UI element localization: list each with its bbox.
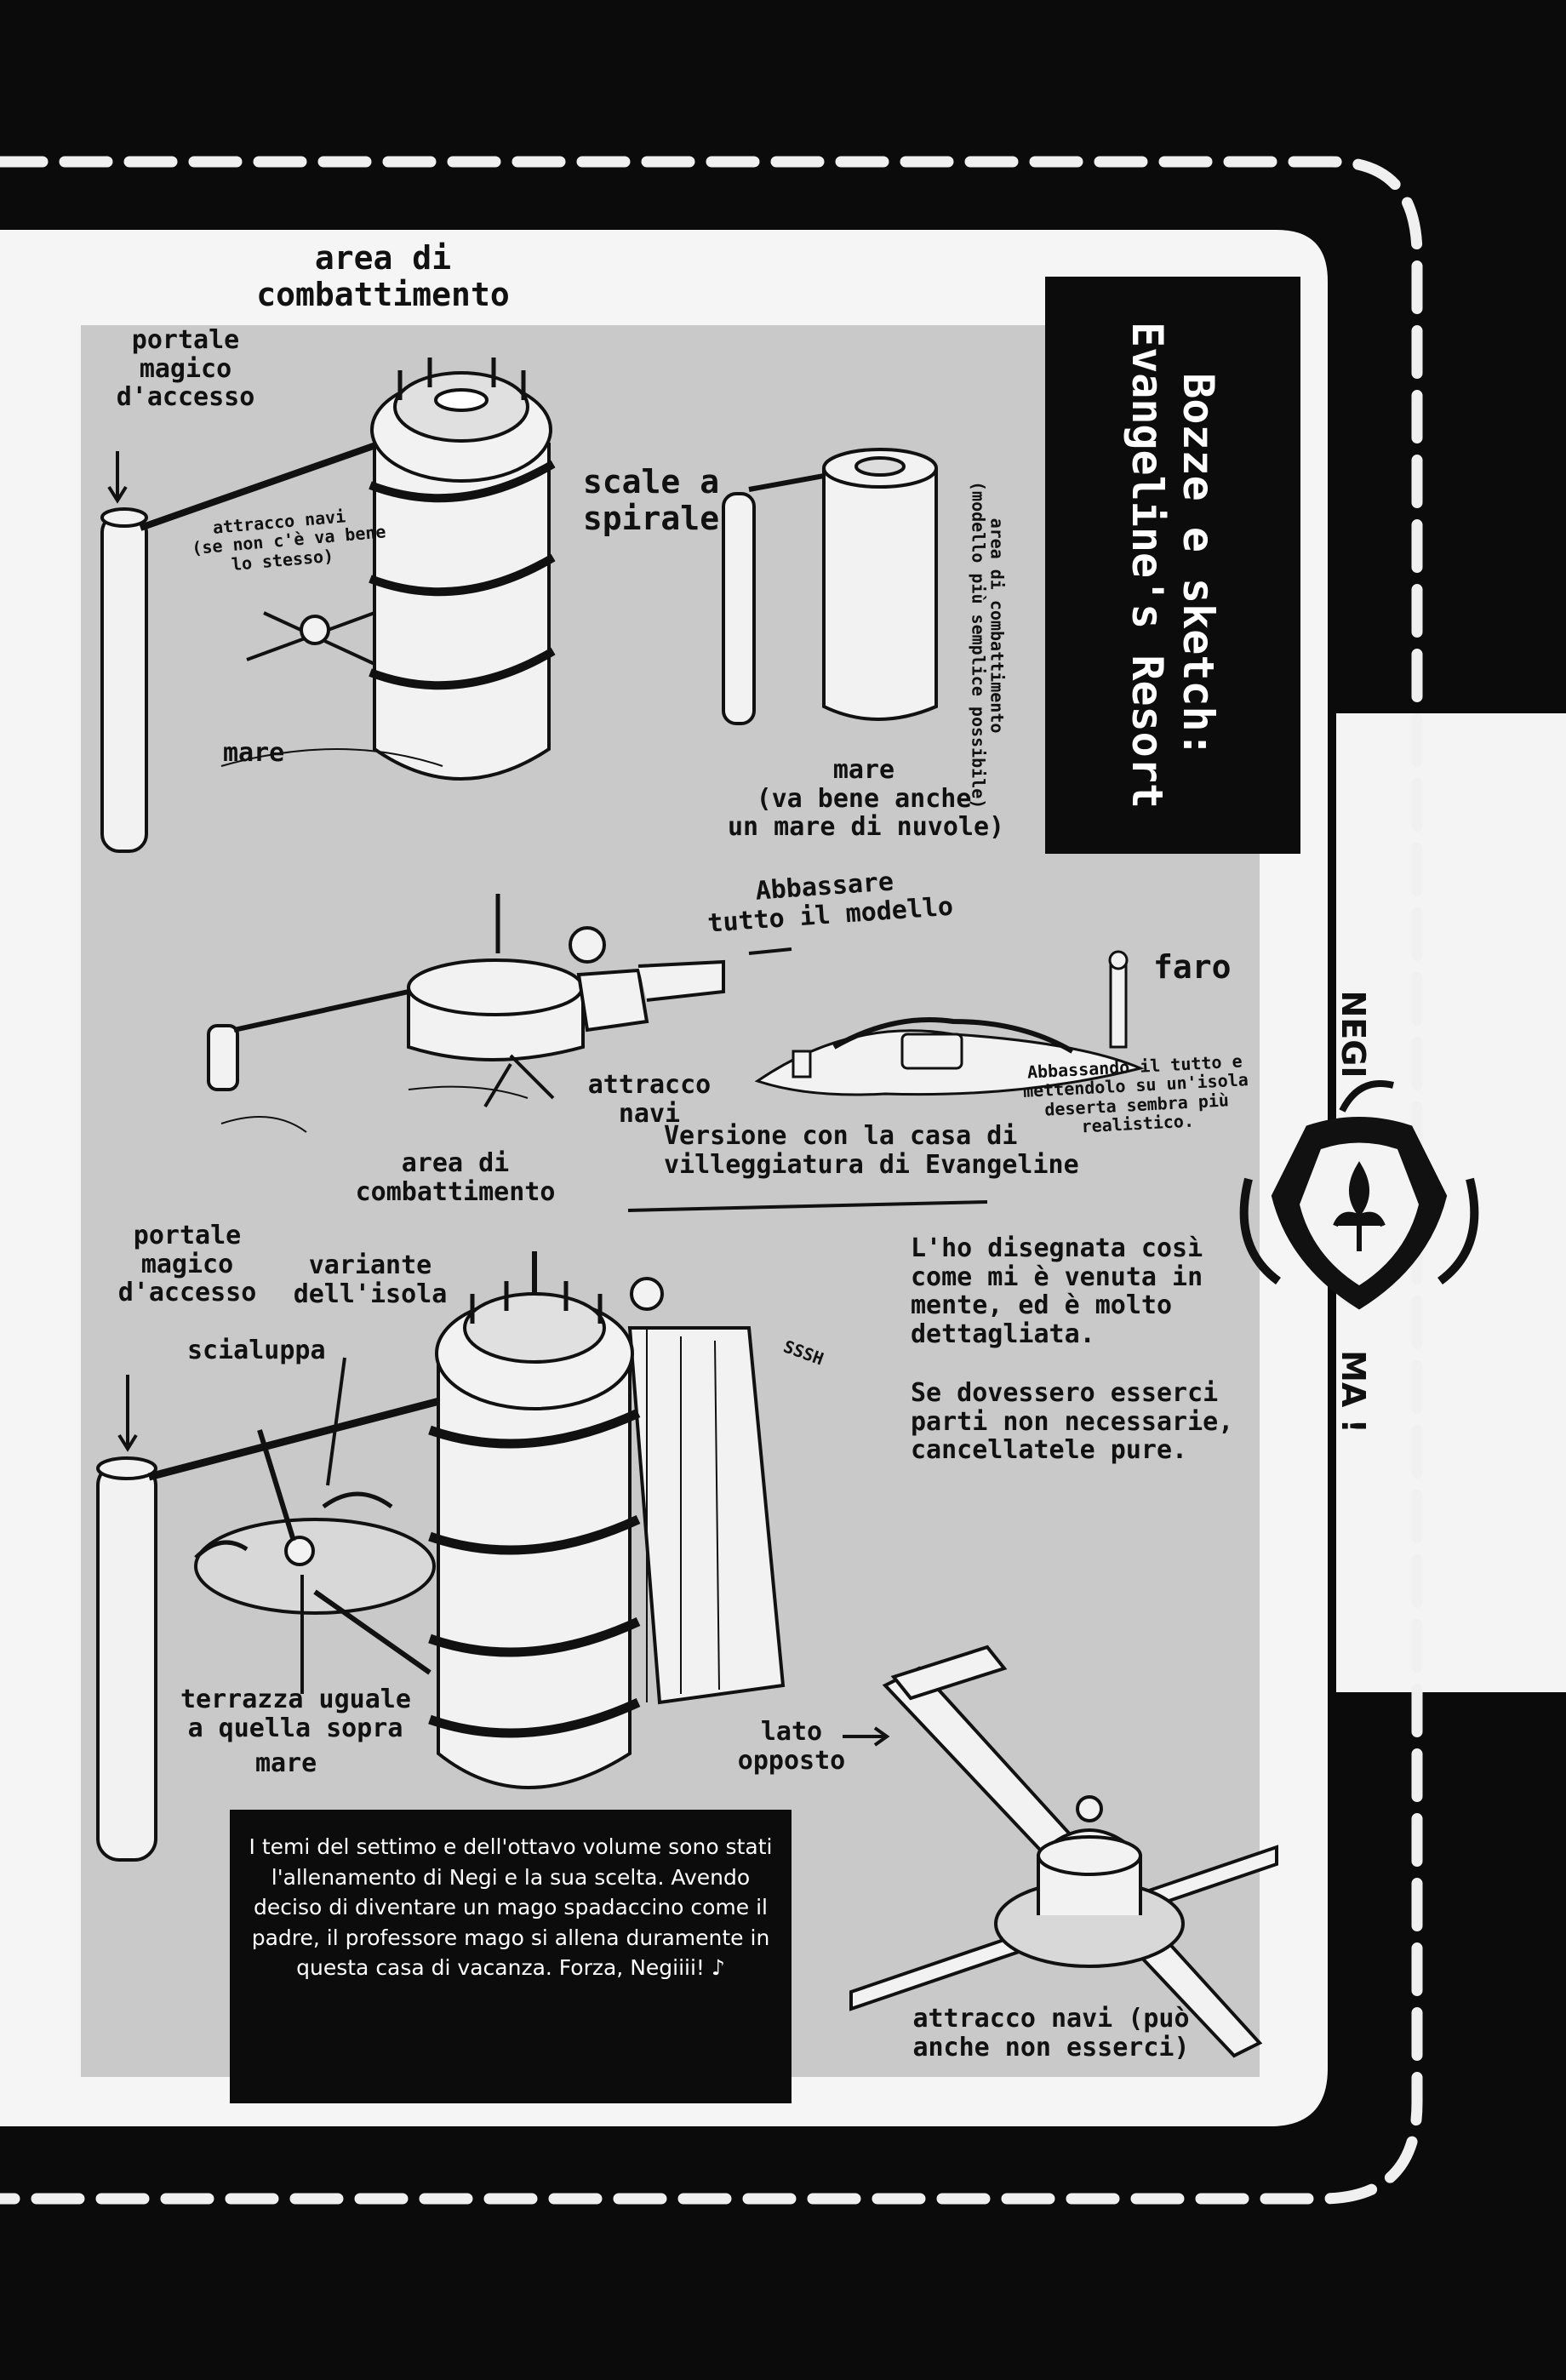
dashed-border bbox=[0, 156, 1423, 2205]
label-sea-clouds: mare (va bene anche un mare di nuvole) bbox=[728, 755, 1005, 843]
sidebar-negi-text: NEGI bbox=[1335, 990, 1372, 1078]
title-box bbox=[1045, 277, 1300, 854]
label-opposite-side: lato opposto bbox=[737, 1717, 846, 1776]
crest-emblem bbox=[1239, 1080, 1479, 1310]
label-spiral-stairs: scale a spirale bbox=[582, 463, 720, 537]
sketch-dock bbox=[849, 1645, 1278, 2058]
caption-box bbox=[230, 1810, 792, 2103]
sketch-tower-top bbox=[100, 358, 556, 853]
caption-text: I temi del settimo e dell'ottavo volume … bbox=[249, 1834, 773, 1980]
label-island-note: Abbassando il tutto e mettendolo su un'i… bbox=[1022, 1050, 1249, 1137]
label-combat-area-middle: area di combattimento bbox=[355, 1148, 556, 1207]
label-island-variant: variante dell'isola bbox=[293, 1250, 448, 1309]
label-lighthouse: faro bbox=[1153, 948, 1232, 986]
sketch-island bbox=[754, 950, 1145, 1096]
label-note-detailed: L'ho disegnata così come mi è venuta in … bbox=[911, 1233, 1203, 1349]
label-dock-middle: attracco navi bbox=[587, 1070, 712, 1129]
label-combat-area-simple: area di combattimento (modello più sempl… bbox=[968, 481, 1008, 810]
sketch-low-model bbox=[207, 894, 725, 1133]
label-villa-version: Versione con la casa di villeggiatura di… bbox=[664, 1121, 1079, 1180]
label-portal-bottom: portale magico d'accesso bbox=[117, 1221, 257, 1308]
label-combat-area-top: area di combattimento bbox=[256, 239, 510, 313]
label-portal-top: portale magico d'accesso bbox=[116, 325, 255, 413]
label-dock-bottom: attracco navi (può anche non esserci) bbox=[912, 2004, 1190, 2062]
label-sea-bottom: mare bbox=[255, 1748, 317, 1778]
label-lifeboat: scialuppa bbox=[187, 1336, 326, 1365]
pointer-arrows bbox=[107, 451, 890, 1747]
label-note-cancel: Se dovessero esserci parti non necessari… bbox=[911, 1378, 1234, 1466]
label-sea-top: mare bbox=[223, 738, 285, 768]
sketch-villa bbox=[96, 1251, 786, 1862]
label-terrace: terrazza uguale a quella sopra bbox=[180, 1685, 411, 1743]
sidebar-ma-text: MA ! bbox=[1335, 1350, 1372, 1433]
page-title: Bozze e sketch: Evangeline's Resort bbox=[1123, 322, 1223, 809]
sketch-simple-top bbox=[722, 448, 938, 725]
villa-underline bbox=[627, 1200, 988, 1212]
